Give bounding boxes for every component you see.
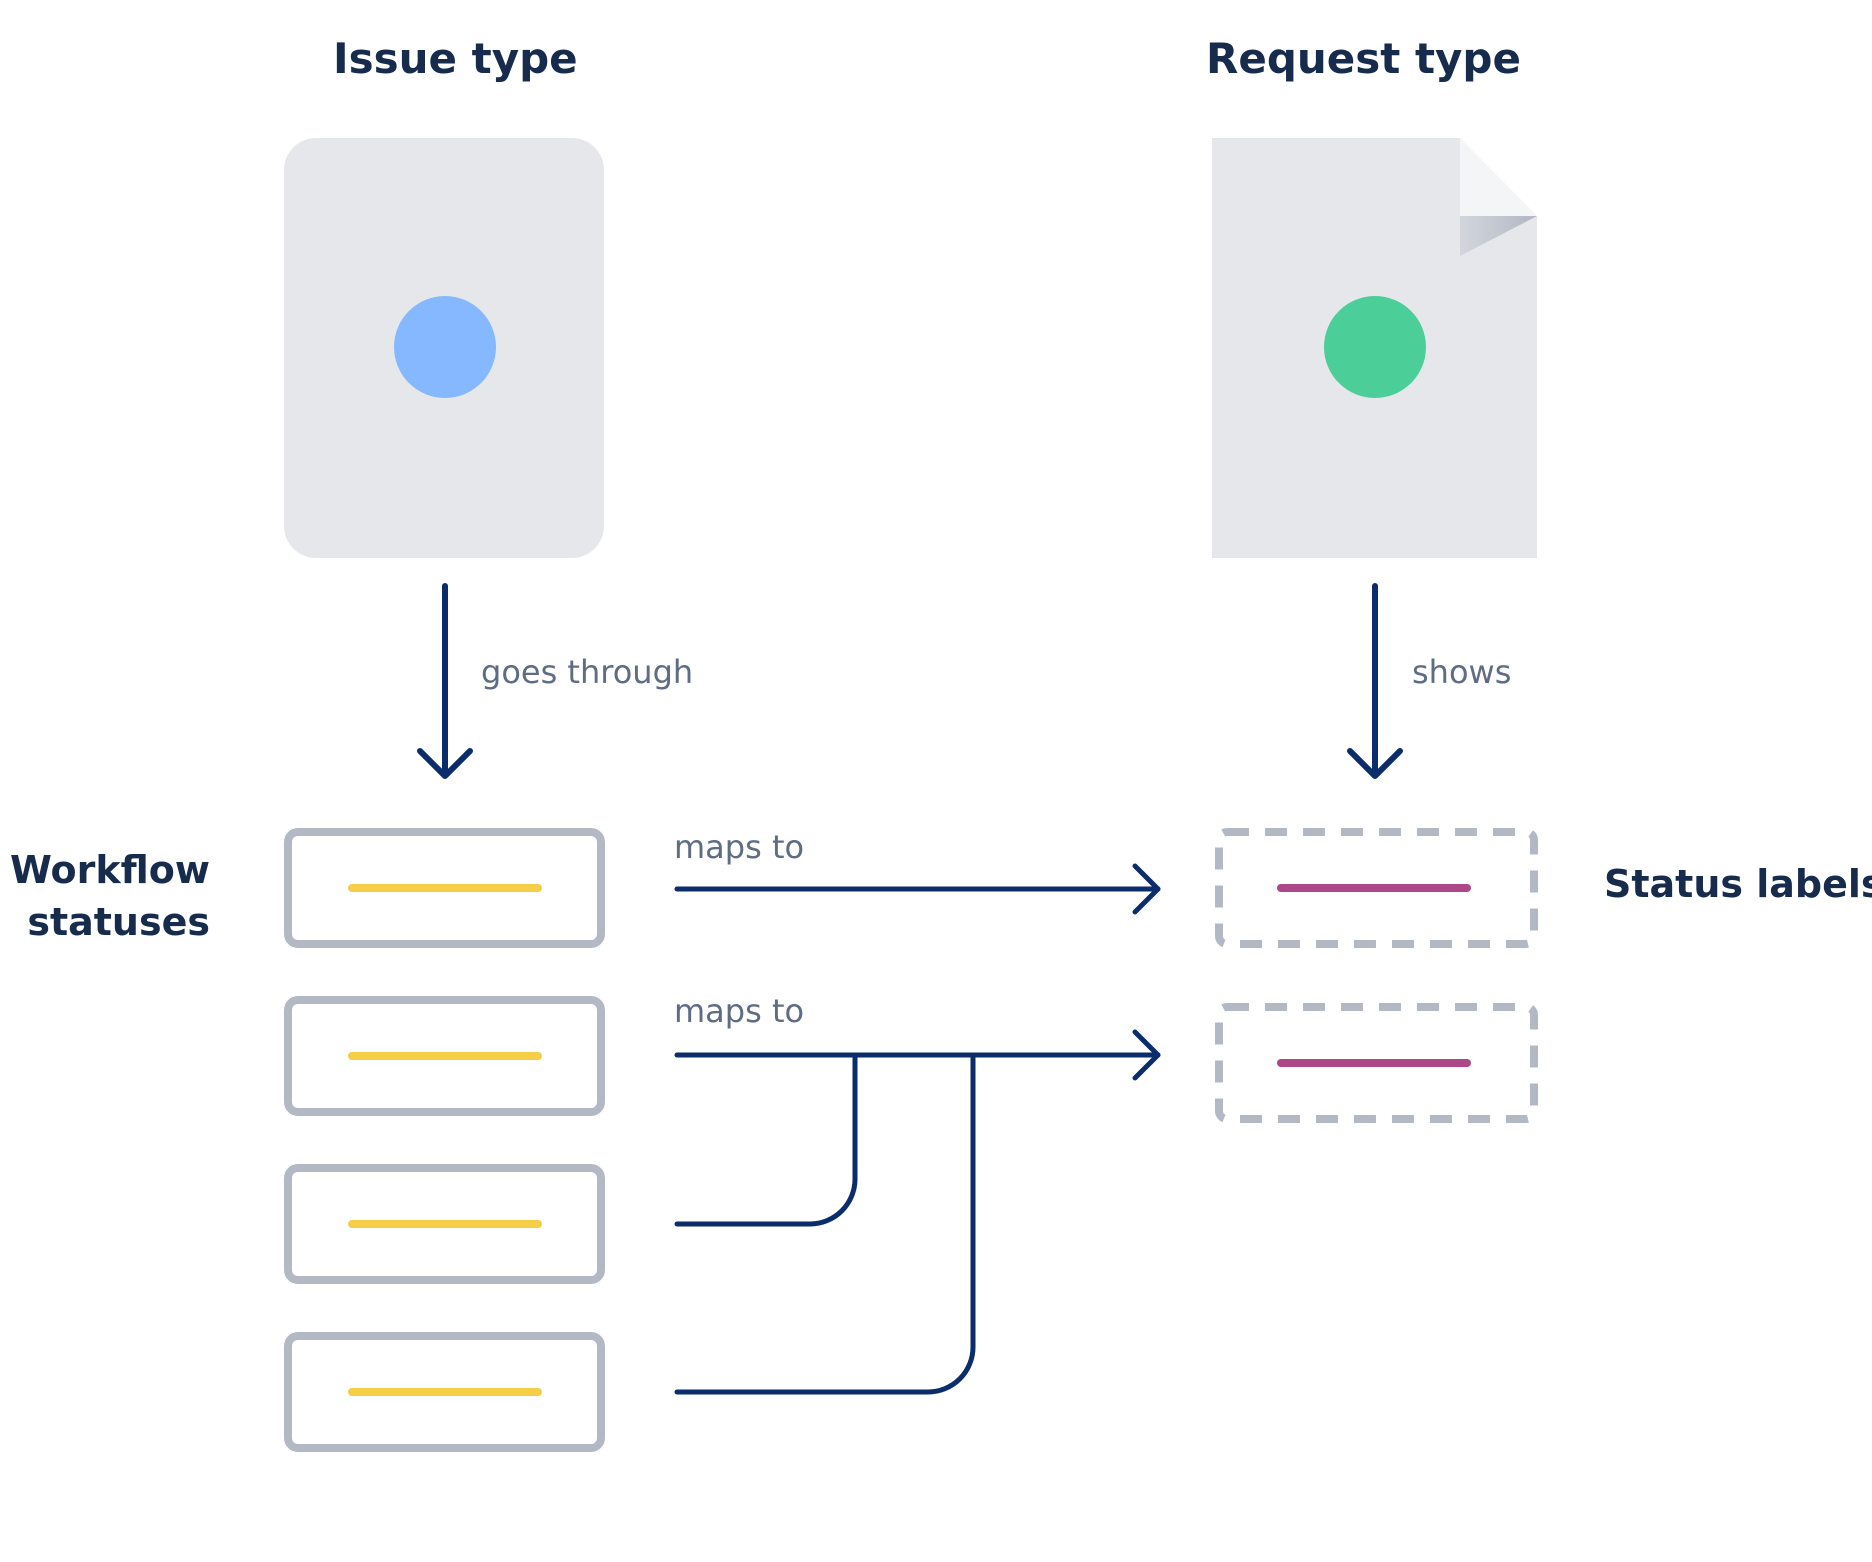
workflow-label-line: Workflow (9, 848, 210, 892)
issue-type-title: Issue type (333, 34, 578, 83)
status-label-box (1215, 1003, 1538, 1123)
request-type-title: Request type (1206, 34, 1521, 83)
merge-connector (674, 1052, 976, 1395)
workflow-status-box (284, 1164, 605, 1284)
maps-to-label: maps to (674, 828, 805, 866)
status-labels-label: Status labels (1604, 862, 1872, 906)
shows-arrow (1347, 583, 1403, 779)
request-type-document-icon (1212, 138, 1537, 558)
merge-connector (674, 1052, 858, 1227)
maps-to-label: maps to (674, 992, 805, 1030)
workflow-label-line: statuses (27, 900, 210, 944)
workflow-status-box (284, 996, 605, 1116)
shows-label: shows (1412, 653, 1512, 691)
goes-through-arrow (417, 583, 473, 779)
maps-to-arrow (674, 863, 1161, 915)
workflow-status-box (284, 1332, 605, 1452)
goes-through-label: goes through (481, 653, 694, 691)
workflow-statuses-label: Workflow statuses (0, 844, 210, 948)
issue-type-dot (394, 296, 496, 398)
issue-type-card-icon (284, 138, 604, 558)
request-type-dot (1324, 296, 1426, 398)
workflow-status-box (284, 828, 605, 948)
maps-to-arrow (674, 1029, 1161, 1081)
status-label-box (1215, 828, 1538, 948)
